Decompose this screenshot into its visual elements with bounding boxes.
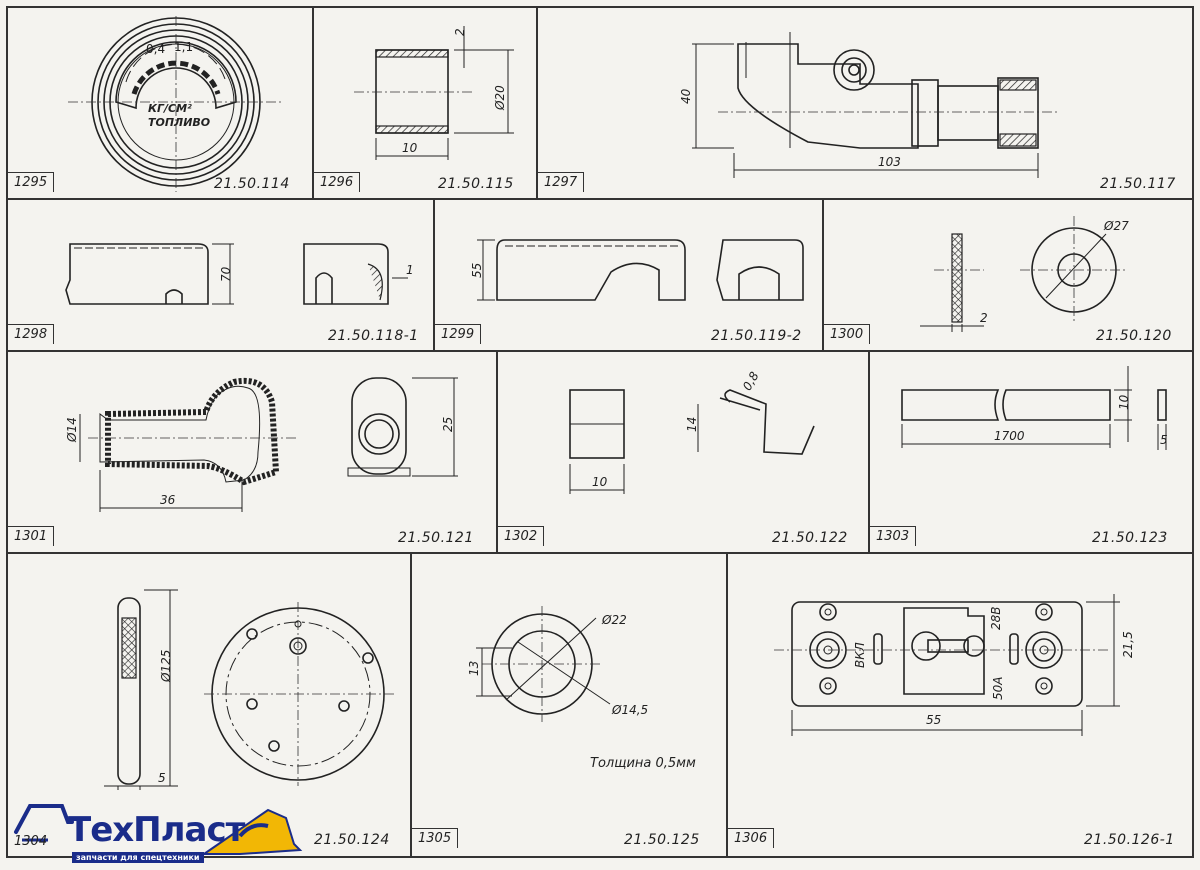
row-divider-3 [6,552,1194,554]
part-code: 21.50.122 [772,530,848,546]
gauge-unit-label: КГ/СМ² [148,102,192,115]
gauge-scale-right-label: 1,1 [174,40,194,54]
washer-thickness-dim: 2 [980,311,988,325]
strip-drawing: 1700 10 5 [901,366,1168,450]
clip-width-dim: 10 [592,475,608,489]
fitting-length-dim: 103 [878,155,901,169]
col-divider [726,552,728,858]
sleeve-length-dim: 10 [402,141,418,155]
strip-width-dim: 10 [1117,394,1131,410]
cell-1298: 70 1 1298 21.50.118-1 [8,200,433,350]
switch-on-label: ВКЛ [853,642,867,668]
item-number: 1303 [870,526,917,546]
item-number: 1296 [314,172,361,192]
cap-height-dim: 25 [441,417,455,432]
cell-1295: 0,4 1,1 КГ/СМ² ТОПЛИВО 1295 21.50.114 [8,8,312,198]
clip-height-dim: 14 [685,417,699,432]
cell-1299: 55 1299 21.50.119-2 [435,200,822,350]
row-divider-2 [6,350,1194,352]
part-code: 21.50.123 [1092,530,1168,546]
ring-inner-dim: Ø14,5 [611,703,648,717]
col-divider [536,6,538,198]
switch-drawing: 55 21,5 ВКЛ 50А 28В [774,594,1135,736]
item-number: 1306 [728,828,775,848]
washer-drawing: Ø27 2 [920,216,1129,332]
part-code: 21.50.115 [438,176,514,192]
strip-thickness-dim: 5 [1160,433,1168,447]
cover-thickness-dim: 1 [406,263,414,277]
gauge-drawing [68,16,284,192]
item-number: 1305 [412,828,459,848]
logo-name: ТехПласт [68,810,245,850]
disc-diameter-dim: Ø125 [159,650,173,683]
cell-1301: Ø14 36 25 1301 21.50.121 [8,352,496,552]
gauge-scale-left-label: 0,4 [146,42,166,56]
sleeve-drawing: 2 Ø20 10 [354,26,514,160]
cover-height-dim: 70 [219,266,233,282]
ring-outer-dim: Ø22 [601,613,627,627]
col-divider [433,198,435,350]
disc-thickness-dim: 5 [158,771,166,785]
logo-tagline: запчасти для спецтехники [72,852,204,863]
cell-1305: Ø22 Ø14,5 13 Толщина 0,5мм 1305 21.50.12… [412,554,726,858]
bracket-drawing: 55 [470,239,804,301]
cell-1300: Ø27 2 1300 21.50.120 [824,200,1194,350]
fitting-drawing: 40 103 [679,32,1058,178]
col-divider [496,350,498,552]
row-divider-1 [6,198,1194,200]
part-code: 21.50.120 [1096,328,1172,344]
cell-1297: 40 103 1297 21.50.117 [538,8,1194,198]
switch-voltage-label: 28В [989,606,1003,630]
gauge-name-label: ТОПЛИВО [148,116,211,129]
sleeve-thickness-dim: 2 [453,28,467,36]
item-number: 1297 [538,172,585,192]
cell-1296: 2 Ø20 10 1296 21.50.115 [314,8,536,198]
item-number: 1301 [8,526,55,546]
clip-wire-dim: 0,8 [740,369,762,393]
bracket-height-dim: 55 [470,263,484,278]
switch-height-dim: 21,5 [1121,631,1135,658]
ring-height-dim: 13 [467,661,481,676]
part-code: 21.50.126-1 [1084,832,1175,848]
cap-length-dim: 36 [160,493,176,507]
cell-1303: 1700 10 5 1303 21.50.123 [870,352,1194,552]
item-number: 1302 [498,526,545,546]
part-code: 21.50.118-1 [328,328,419,344]
part-code: 21.50.117 [1100,176,1176,192]
disc-drawing: Ø125 5 [104,589,394,790]
col-divider [822,198,824,350]
item-number: 1295 [8,172,55,192]
cap-diameter-dim: Ø14 [65,417,79,443]
cell-1304: Ø125 5 21.50.124 [8,554,410,858]
cap-drawing: Ø14 36 25 [65,377,458,512]
item-number: 1298 [8,324,55,344]
switch-width-dim: 55 [926,713,941,727]
part-code: 21.50.114 [214,176,290,192]
strip-length-dim: 1700 [994,429,1025,443]
ring-drawing: Ø22 Ø14,5 13 [467,606,648,722]
part-code: 21.50.119-2 [711,328,802,344]
switch-current-label: 50А [991,677,1005,700]
item-number: 1304 [14,834,48,849]
cell-1302: 10 14 0,8 1302 21.50.122 [498,352,868,552]
fitting-height-dim: 40 [679,88,693,104]
clip-drawing: 10 14 0,8 [569,369,815,494]
col-divider [410,552,412,858]
item-number: 1300 [824,324,871,344]
col-divider [312,6,314,198]
techplast-logo: ТехПласт запчасти для спецтехники 1304 [8,792,308,868]
thickness-note: Толщина 0,5мм [590,756,696,771]
drawing-sheet [6,6,1194,858]
sleeve-diameter-dim: Ø20 [493,85,507,111]
col-divider [868,350,870,552]
part-code: 21.50.124 [314,832,390,848]
washer-diameter-dim: Ø27 [1103,219,1129,233]
cell-1306: 55 21,5 ВКЛ 50А 28В 1306 21.50.126-1 [728,554,1194,858]
part-code: 21.50.125 [624,832,700,848]
item-number: 1299 [435,324,482,344]
part-code: 21.50.121 [398,530,474,546]
cover-drawing: 70 1 [65,243,414,305]
